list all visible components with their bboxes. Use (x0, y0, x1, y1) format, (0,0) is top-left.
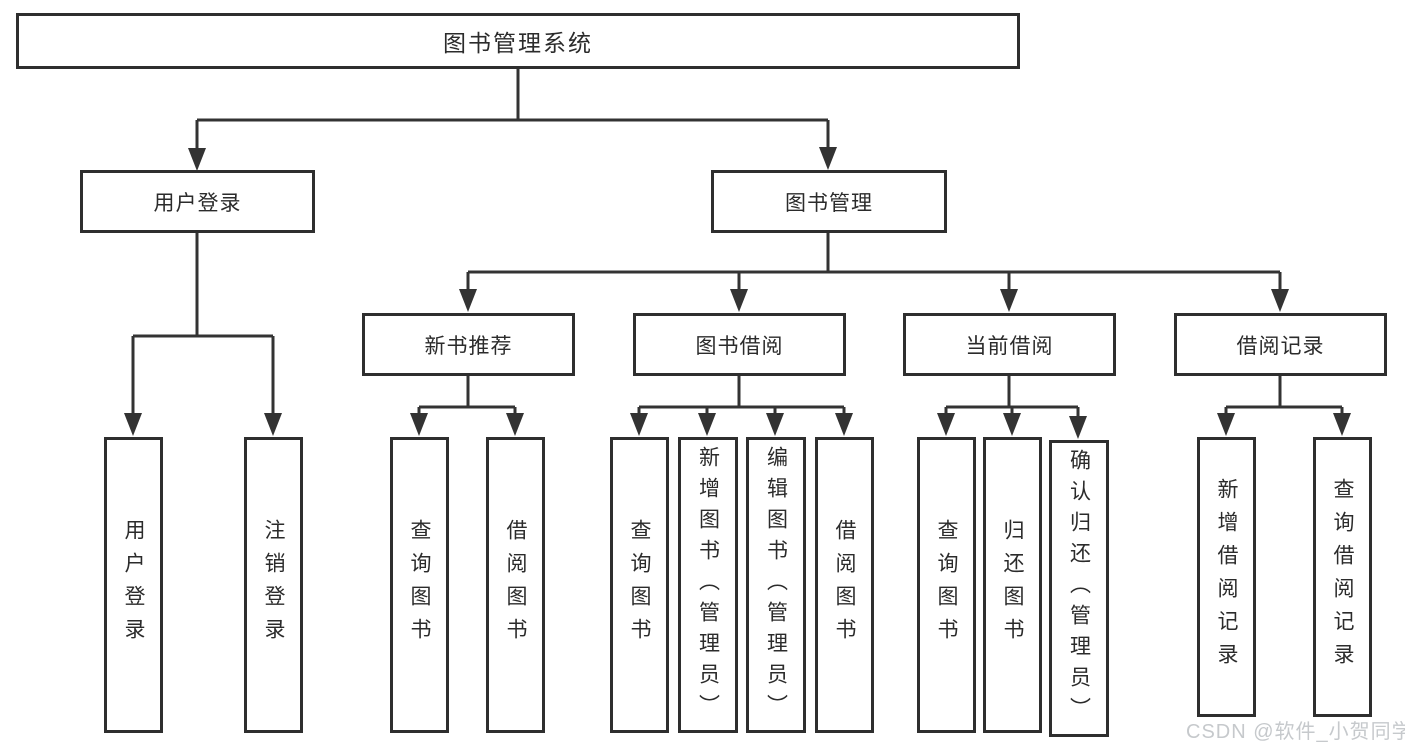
leaf-rec-query-books: 查询图书 (390, 437, 449, 733)
leaf-br-add-record: 新增借阅记录 (1197, 437, 1256, 717)
leaf-label: 查询图书 (408, 519, 431, 651)
leaf-br-query-record: 查询借阅记录 (1313, 437, 1372, 717)
node-label: 用户登录 (153, 191, 242, 215)
node-label: 图书管理系统 (443, 30, 593, 56)
leaf-bb-borrow-books: 借阅图书 (815, 437, 874, 733)
leaf-logout-login: 注销登录 (244, 437, 303, 733)
leaf-label: 借阅图书 (504, 519, 527, 651)
leaf-label: 借阅图书 (833, 519, 856, 651)
leaf-cb-query-books: 查询图书 (917, 437, 976, 733)
node-borrow-records: 借阅记录 (1174, 313, 1387, 376)
node-library-management-system: 图书管理系统 (16, 13, 1020, 69)
leaf-label: 归还图书 (1001, 519, 1024, 651)
node-book-borrow: 图书借阅 (633, 313, 846, 376)
leaf-label: 查询借阅记录 (1331, 478, 1354, 676)
leaf-label: 查询图书 (628, 519, 651, 651)
leaf-label: 新增借阅记录 (1215, 478, 1238, 676)
node-user-login: 用户登录 (80, 170, 315, 233)
leaf-cb-return-books: 归还图书 (983, 437, 1042, 733)
node-book-management: 图书管理 (711, 170, 947, 233)
leaf-rec-borrow-books: 借阅图书 (486, 437, 545, 733)
leaf-user-login: 用户登录 (104, 437, 163, 733)
node-label: 图书管理 (785, 191, 873, 215)
leaf-label: 新增图书（管理员） (696, 445, 720, 725)
leaf-label: 用户登录 (122, 519, 145, 651)
node-label: 借阅记录 (1236, 334, 1325, 358)
node-new-book-recommend: 新书推荐 (362, 313, 575, 376)
leaf-bb-query-books: 查询图书 (610, 437, 669, 733)
leaf-bb-add-books-admin: 新增图书（管理员） (678, 437, 738, 733)
node-current-borrow: 当前借阅 (903, 313, 1116, 376)
node-label: 新书推荐 (424, 334, 513, 358)
leaf-bb-edit-books-admin: 编辑图书（管理员） (746, 437, 806, 733)
leaf-label: 注销登录 (262, 519, 285, 651)
leaf-label: 编辑图书（管理员） (764, 445, 788, 725)
watermark: CSDN @软件_小贺同学 (1186, 721, 1405, 743)
node-label: 当前借阅 (965, 334, 1054, 358)
leaf-label: 查询图书 (935, 519, 958, 651)
leaf-label: 确认归还（管理员） (1067, 449, 1091, 728)
leaf-cb-confirm-return-admin: 确认归还（管理员） (1049, 440, 1109, 737)
node-label: 图书借阅 (695, 334, 784, 358)
